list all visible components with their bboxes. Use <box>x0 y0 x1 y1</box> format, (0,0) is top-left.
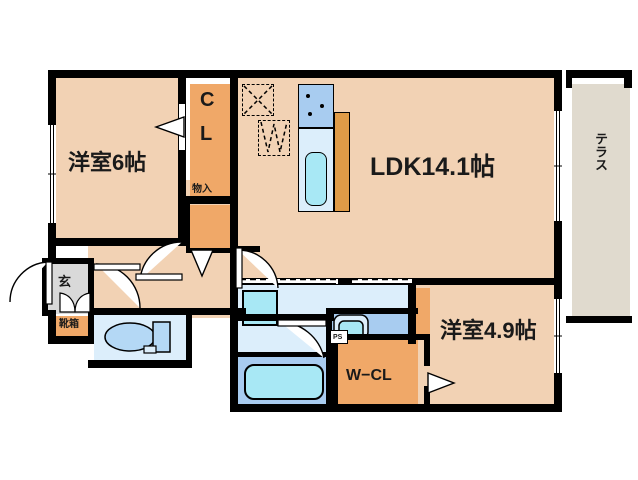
wall-top-terrace <box>566 70 632 78</box>
room-fill-washitsu6 <box>54 76 184 244</box>
terrace-sliding-door-lines <box>554 110 562 222</box>
wall-ldk-right-top <box>554 70 562 110</box>
label-washitsu6: 洋室6帖 <box>68 150 147 175</box>
wall-toilet-top <box>88 308 192 315</box>
wall-top-left <box>48 70 560 78</box>
wall-left-outer <box>48 70 56 124</box>
wall-toilet-bottom <box>88 360 192 368</box>
closet-fill-monoire <box>190 205 236 249</box>
wall-corridor-ldk <box>230 252 238 324</box>
wall-wcl-right <box>424 334 430 366</box>
label-monoire: 物入 <box>192 184 212 195</box>
door-washroom-swing[interactable] <box>277 319 330 360</box>
label-cl-line1: C <box>200 89 215 111</box>
wall-cl-bottom <box>186 196 238 204</box>
closet-fill-cl <box>190 84 236 198</box>
door-bedroom6-swing[interactable] <box>135 240 184 281</box>
wall-washroom-mid <box>408 284 416 344</box>
wall-b49-right-top <box>554 284 562 298</box>
window-left-bedroom-lines <box>48 124 56 224</box>
wall-bath-bottom <box>230 404 334 412</box>
wall-bedroom6-bottom <box>48 238 186 246</box>
wall-terrace-bottom <box>566 316 632 323</box>
wall-wcl-top <box>330 334 426 340</box>
wall-wcl-right-b <box>424 386 430 410</box>
sliding-door-ldk-left <box>240 278 338 285</box>
kitchen-counter <box>334 112 350 212</box>
wall-b49-right-bot <box>554 374 562 410</box>
wall-shoebox-left <box>48 310 56 344</box>
wall-b49-top <box>412 278 562 285</box>
closet-fill-wcl <box>338 340 426 408</box>
stove-burners <box>298 84 334 128</box>
appliance-space-2 <box>258 120 290 156</box>
shoebox-door-marks <box>59 292 91 313</box>
door-genkan-hall-swing[interactable] <box>93 263 146 312</box>
wall-monoire-left <box>186 196 190 252</box>
wall-monoire-right <box>230 196 238 252</box>
terrace-fill <box>572 84 630 322</box>
wall-washroom-top <box>230 314 334 321</box>
label-cl-line2: L <box>200 123 213 145</box>
wall-bath-left <box>230 314 238 412</box>
wall-genkan-right <box>88 264 94 314</box>
wall-toilet-right <box>186 308 192 368</box>
wall-terrace-left-top <box>566 78 572 88</box>
wall-shoebox-right <box>88 310 94 344</box>
wall-bedroom6-right-top <box>178 70 186 104</box>
appliance-space-2-mark <box>260 121 288 153</box>
door-ldk-hall-swing[interactable] <box>235 247 282 290</box>
wall-ldk-lower-left <box>236 246 260 252</box>
closet-strip-washitsu49 <box>412 288 430 340</box>
door-wcl-folding[interactable] <box>426 371 456 395</box>
label-washitsu49: 洋室4.9帖 <box>440 318 537 343</box>
wall-genkan-left <box>42 258 48 316</box>
wall-genkan-top <box>42 258 94 264</box>
wall-bath-mid-h <box>236 352 328 357</box>
label-kutsubako: 靴箱 <box>59 319 79 330</box>
wall-cl-right <box>230 70 238 206</box>
door-entrance-swing[interactable] <box>8 261 54 316</box>
kitchen-sink-basin <box>305 152 327 206</box>
label-ps: PS <box>333 334 343 341</box>
burner-marks <box>306 94 324 116</box>
ps-marker-box <box>330 330 348 344</box>
label-genkan: 玄 <box>58 274 72 289</box>
label-wcl: W−CL <box>346 367 392 384</box>
appliance-space-1 <box>242 84 274 116</box>
wall-wcl-left <box>330 334 338 410</box>
wall-bath-right <box>326 314 332 412</box>
window-b49-right-lines <box>554 298 562 374</box>
toilet <box>104 321 171 354</box>
label-terrace: テラス <box>593 132 608 171</box>
wall-bedroom6-right-bot <box>178 150 186 244</box>
wall-shoebox-bottom <box>48 336 94 344</box>
wall-corridor-bottom <box>186 308 246 315</box>
label-ldk: LDK14.1帖 <box>370 153 496 181</box>
door-monoire-folding[interactable] <box>189 249 215 278</box>
wall-terrace-right <box>624 70 632 88</box>
bathtub <box>244 364 324 400</box>
wall-washbasin-divider <box>326 308 418 314</box>
wall-b49-bottom <box>332 404 562 412</box>
room-fill-ldk <box>236 76 554 318</box>
door-cl-folding[interactable] <box>153 116 186 138</box>
shoebox-fill <box>56 316 92 338</box>
wall-ldk-right-bot <box>554 222 562 284</box>
appliance-space-1-cross <box>243 85 273 115</box>
